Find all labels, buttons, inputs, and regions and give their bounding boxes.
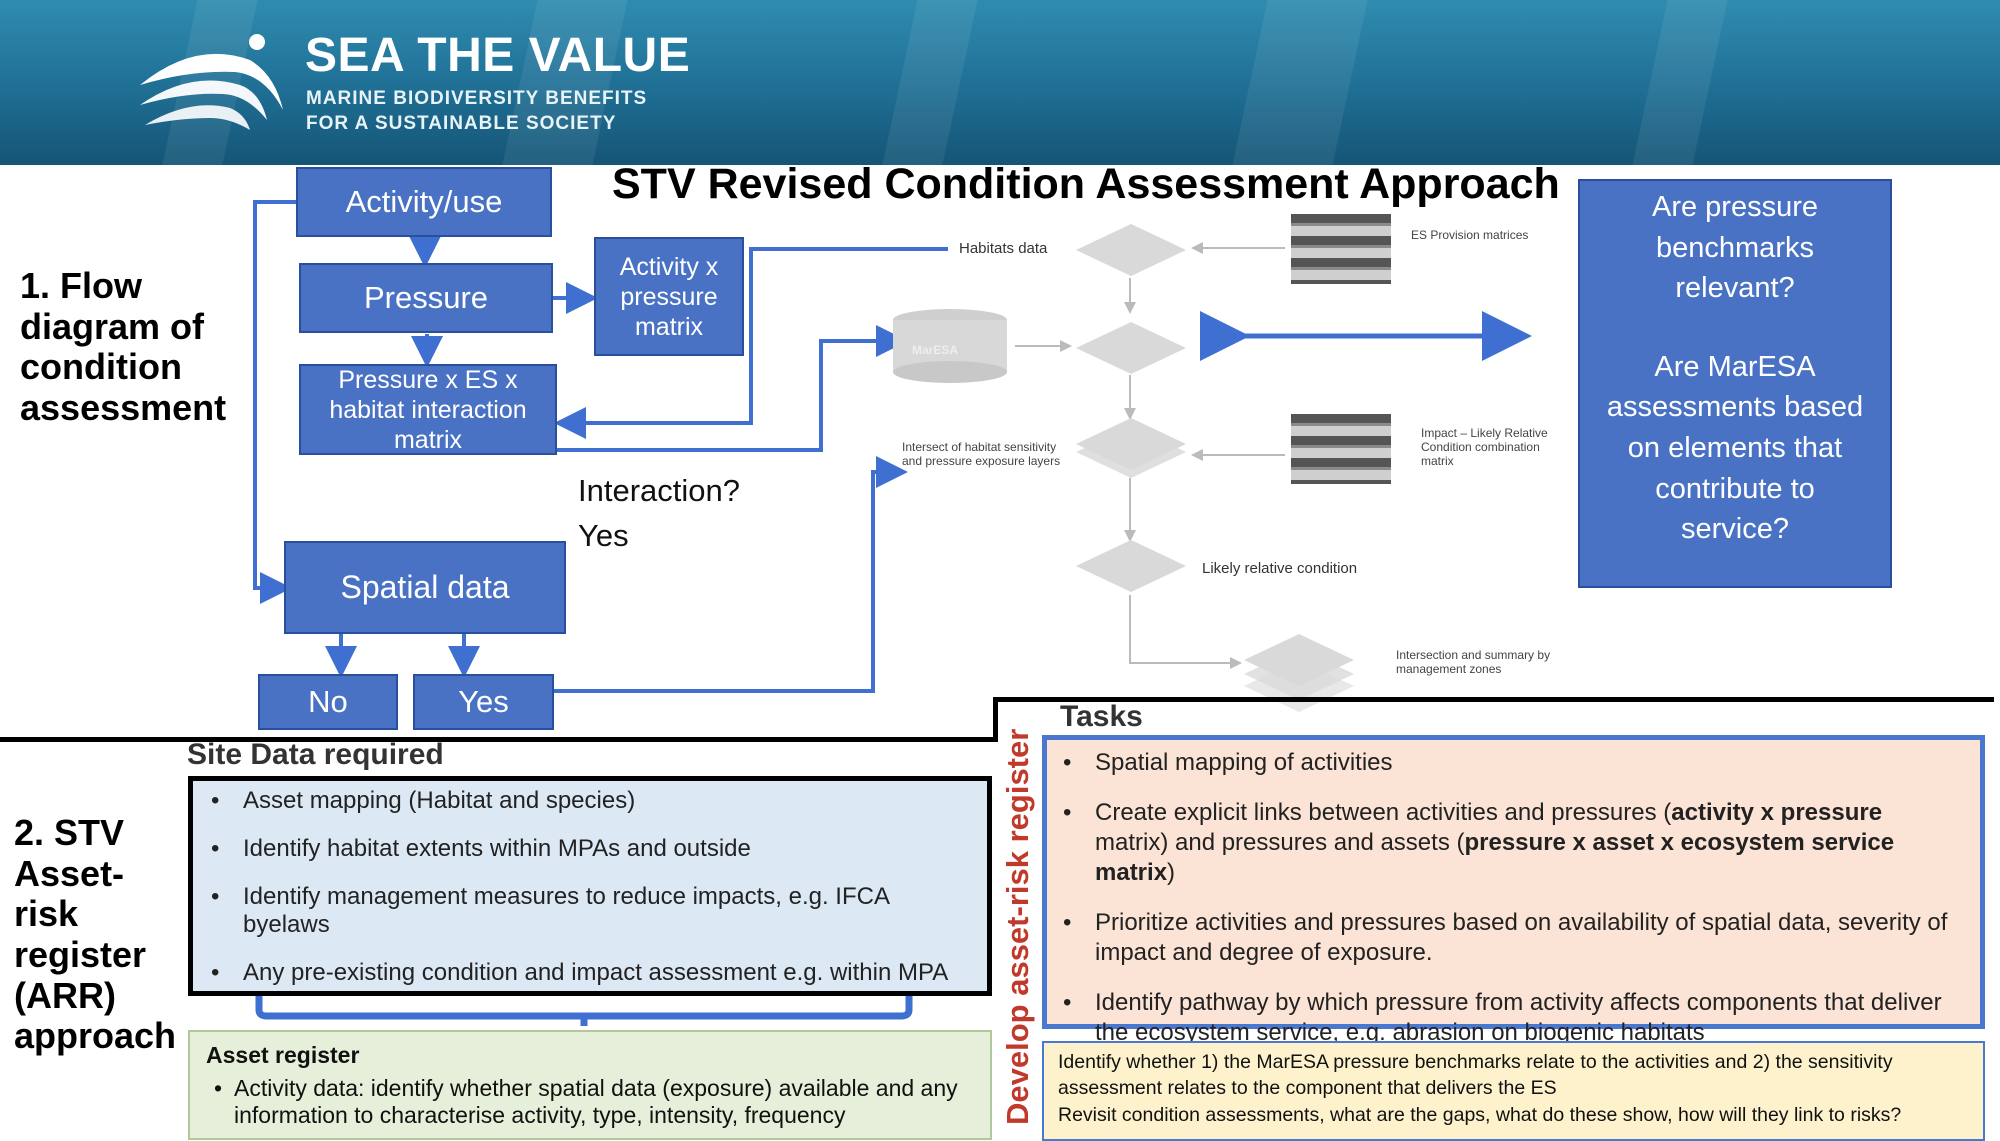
site-data-item: Any pre-existing condition and impact as… — [203, 959, 977, 987]
tasks-box: Spatial mapping of activities Create exp… — [1042, 735, 1985, 1046]
activity-pressure-matrix-box: Activity x pressure matrix — [594, 237, 744, 356]
wave-logo-icon — [140, 34, 283, 130]
impact-label: Impact – Likely Relative Condition combi… — [1421, 426, 1548, 468]
flow-connectors — [253, 200, 1532, 693]
activity-use-box: Activity/use — [296, 167, 552, 237]
bracket-connector — [255, 996, 913, 1026]
page-title: STV Revised Condition Assessment Approac… — [612, 160, 1560, 208]
section1-heading: 1. Flow diagram of condition assessment — [20, 265, 227, 429]
spatial-data-box: Spatial data — [284, 541, 566, 634]
site-data-item: Identify habitat extents within MPAs and… — [203, 835, 977, 863]
site-data-box: Asset mapping (Habitat and species) Iden… — [188, 776, 992, 996]
header-banner: SEA THE VALUE MARINE BIODIVERSITY BENEFI… — [0, 0, 2000, 165]
asset-register-box: Asset register Activity data: identify w… — [188, 1030, 992, 1140]
identify-text-2: Revisit condition assessments, what are … — [1058, 1103, 1902, 1126]
identify-box: Identify whether 1) the MarESA pressure … — [1042, 1041, 1985, 1141]
intersect-label: Intersect of habitat sensitivity and pre… — [902, 440, 1061, 468]
es-provision-stack — [1291, 214, 1391, 284]
pressure-es-habitat-matrix-box: Pressure x ES x habitat interaction matr… — [299, 364, 557, 455]
brand-subtitle-line2: FOR A SUSTAINABLE SOCIETY — [306, 113, 617, 134]
maresa-label: MarESA — [912, 343, 959, 357]
asset-register-title: Asset register — [206, 1042, 360, 1068]
section-divider-left — [0, 737, 997, 742]
question-benchmarks: Are pressure benchmarks relevant? — [1651, 191, 1818, 305]
task-item-mapping: Spatial mapping of activities — [1055, 748, 1962, 778]
pressure-box: Pressure — [299, 263, 553, 333]
maresa-database-icon — [893, 309, 1007, 383]
section-divider-right — [993, 697, 1994, 702]
task-item-links: Create explicit links between activities… — [1055, 798, 1962, 888]
brand-subtitle-line1: MARINE BIODIVERSITY BENEFITS — [306, 88, 648, 109]
task-item-prioritize: Prioritize activities and pressures base… — [1055, 908, 1962, 968]
brand-title: SEA THE VALUE — [305, 29, 691, 82]
tasks-title: Tasks — [1060, 700, 1143, 733]
no-box: No — [258, 674, 398, 730]
likely-condition-label: Likely relative condition — [1202, 560, 1358, 577]
intersection-summary-label: Intersection and summary by management z… — [1396, 648, 1551, 676]
section-divider-step — [993, 697, 998, 742]
habitats-data-label: Habitats data — [959, 240, 1048, 257]
interaction-yes: Yes — [578, 518, 629, 553]
site-data-title: Site Data required — [187, 738, 444, 771]
es-provision-label: ES Provision matrices — [1411, 228, 1529, 242]
section2-heading: 2. STV Asset-risk register (ARR) approac… — [14, 812, 177, 1057]
asset-register-item: Activity data: identify whether spatial … — [206, 1075, 974, 1129]
site-data-item: Identify management measures to reduce i… — [203, 883, 977, 939]
identify-text-1: Identify whether 1) the MarESA pressure … — [1058, 1051, 1893, 1100]
impact-matrix-stack — [1291, 414, 1391, 484]
questions-box: Are pressure benchmarks relevant? Are Ma… — [1578, 179, 1892, 588]
yes-box: Yes — [413, 674, 554, 730]
interaction-question: Interaction? — [578, 473, 740, 508]
site-data-item: Asset mapping (Habitat and species) — [203, 787, 977, 815]
task-item-pathway: Identify pathway by which pressure from … — [1055, 988, 1962, 1048]
question-maresa: Are MarESA assessments based on elements… — [1606, 350, 1864, 546]
vertical-label: Develop asset-risk register — [1000, 728, 1035, 1125]
